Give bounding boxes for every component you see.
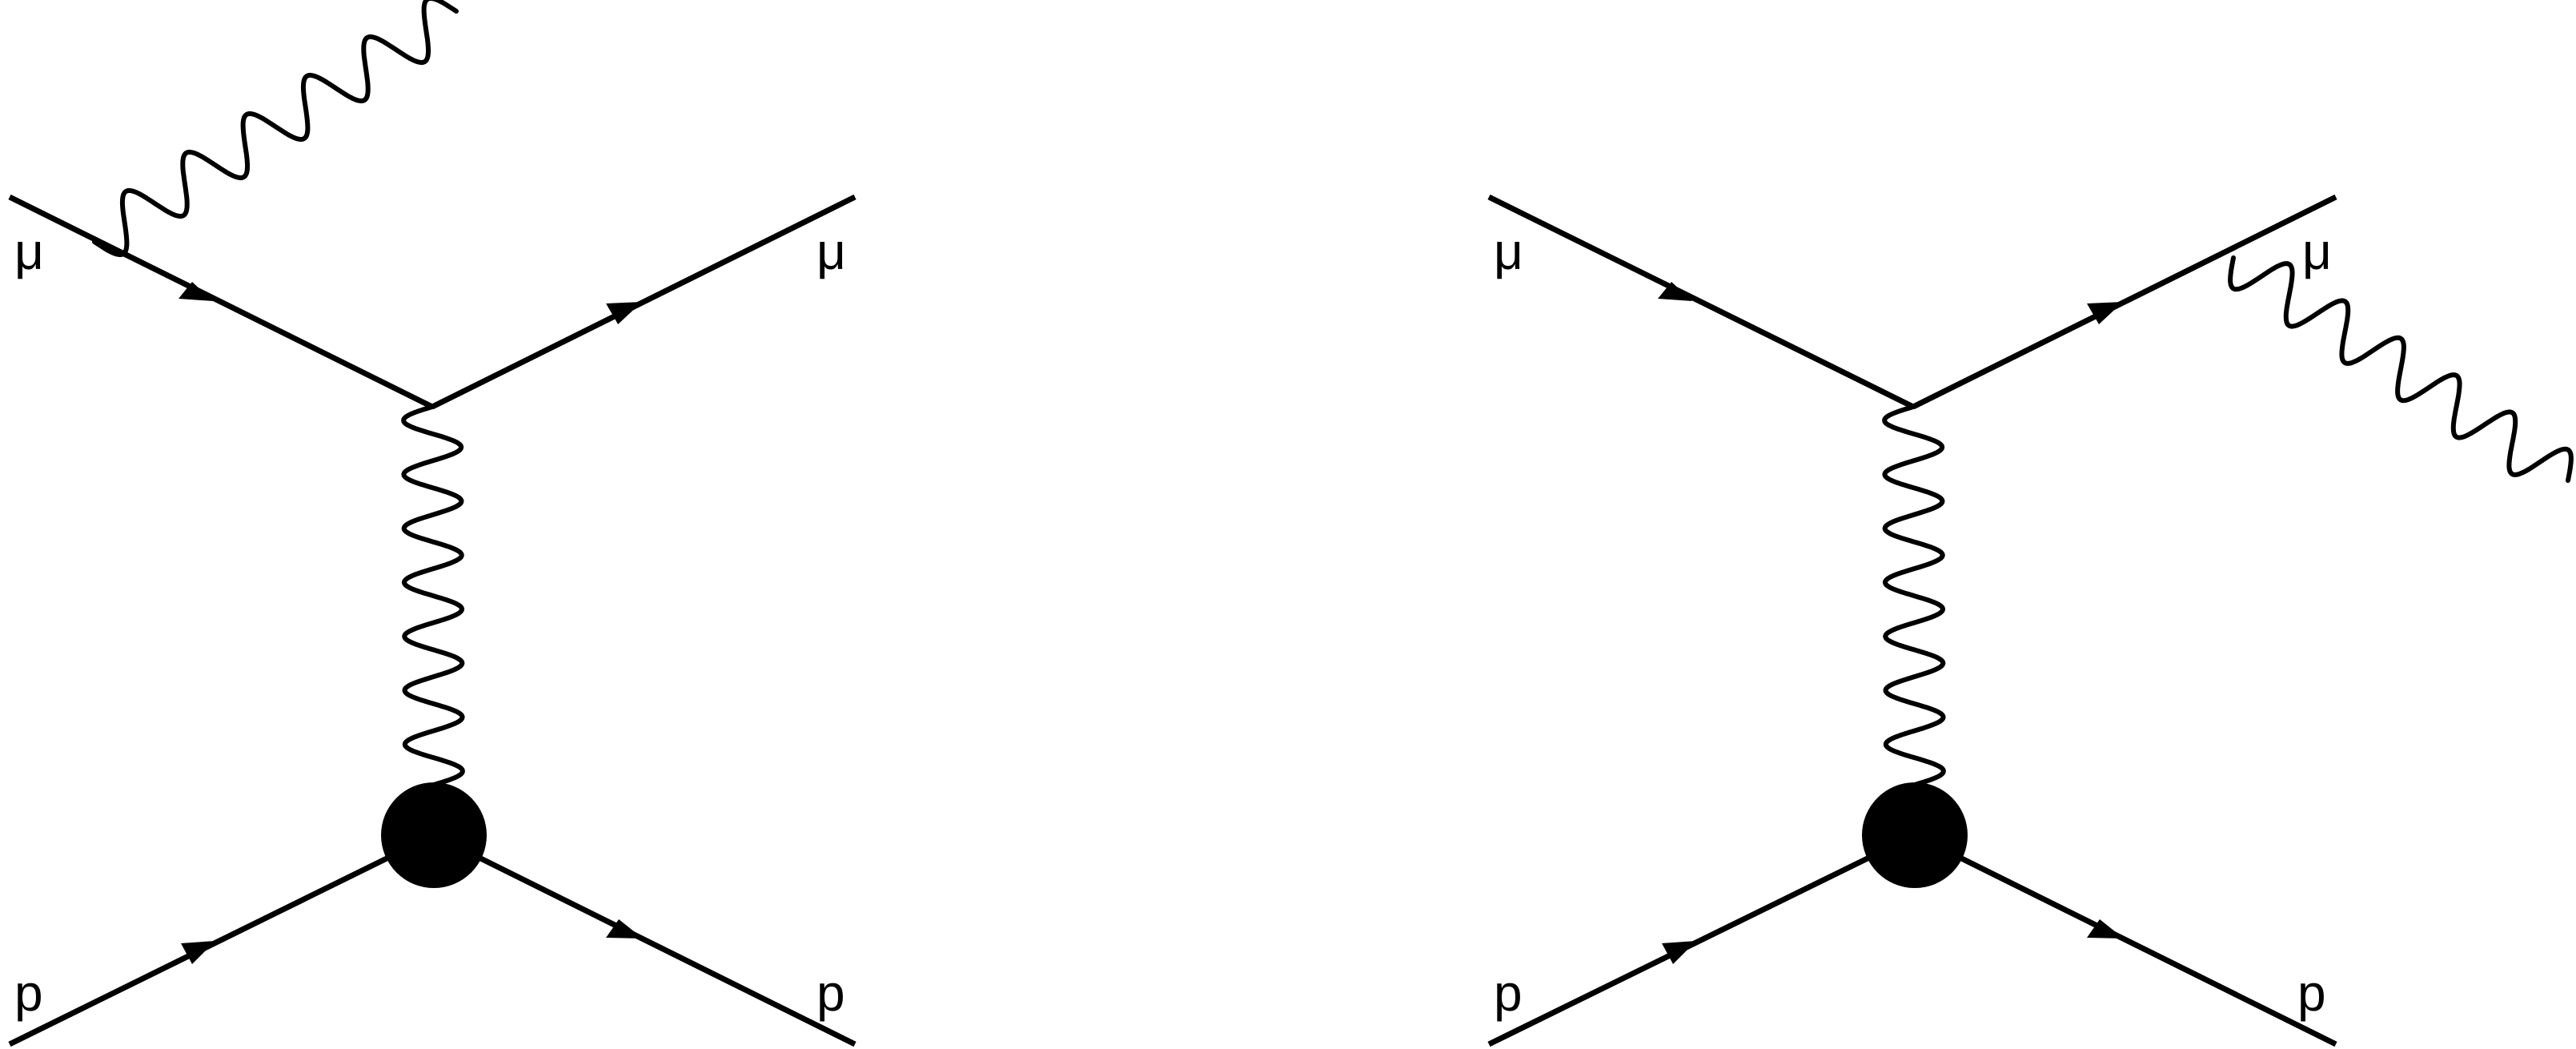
label-proton-out: p [817,964,845,1022]
incoming-muon-line [1487,194,1915,410]
outgoing-muon-arrow [606,302,642,324]
label-muon-out: μ [2302,223,2332,280]
incoming-proton-arrow [1662,941,1696,964]
incoming-proton-arrow [181,941,215,964]
incoming-muon-line [8,194,434,410]
incoming-proton-line [1487,832,1916,1047]
outgoing-muon-line [1912,194,2337,410]
label-proton-in: p [1494,964,1523,1022]
outgoing-proton-line [1913,832,2337,1047]
incoming-muon-arrow [179,282,213,301]
radiated-photon-final-state [2228,255,2574,483]
outgoing-proton-arrow [2087,919,2124,938]
virtual-photon-propagator [1882,404,1946,787]
outgoing-proton-arrow [606,919,643,938]
virtual-photon-propagator [401,404,465,787]
label-proton-in: p [14,964,43,1022]
label-proton-out: p [2297,964,2326,1022]
label-muon-in: μ [14,223,44,280]
incoming-proton-line [8,832,435,1047]
outgoing-muon-arrow [2087,302,2123,324]
diagram-final-state-radiation: μ μ p p [1487,194,2574,1047]
label-muon-in: μ [1494,223,1523,280]
outgoing-proton-line [432,832,857,1047]
radiated-photon-initial-state [92,0,459,258]
diagram-initial-state-radiation: μ μ p p [8,0,857,1047]
incoming-muon-arrow [1658,282,1692,301]
outgoing-muon-line [431,194,857,410]
label-muon-out: μ [817,223,846,280]
